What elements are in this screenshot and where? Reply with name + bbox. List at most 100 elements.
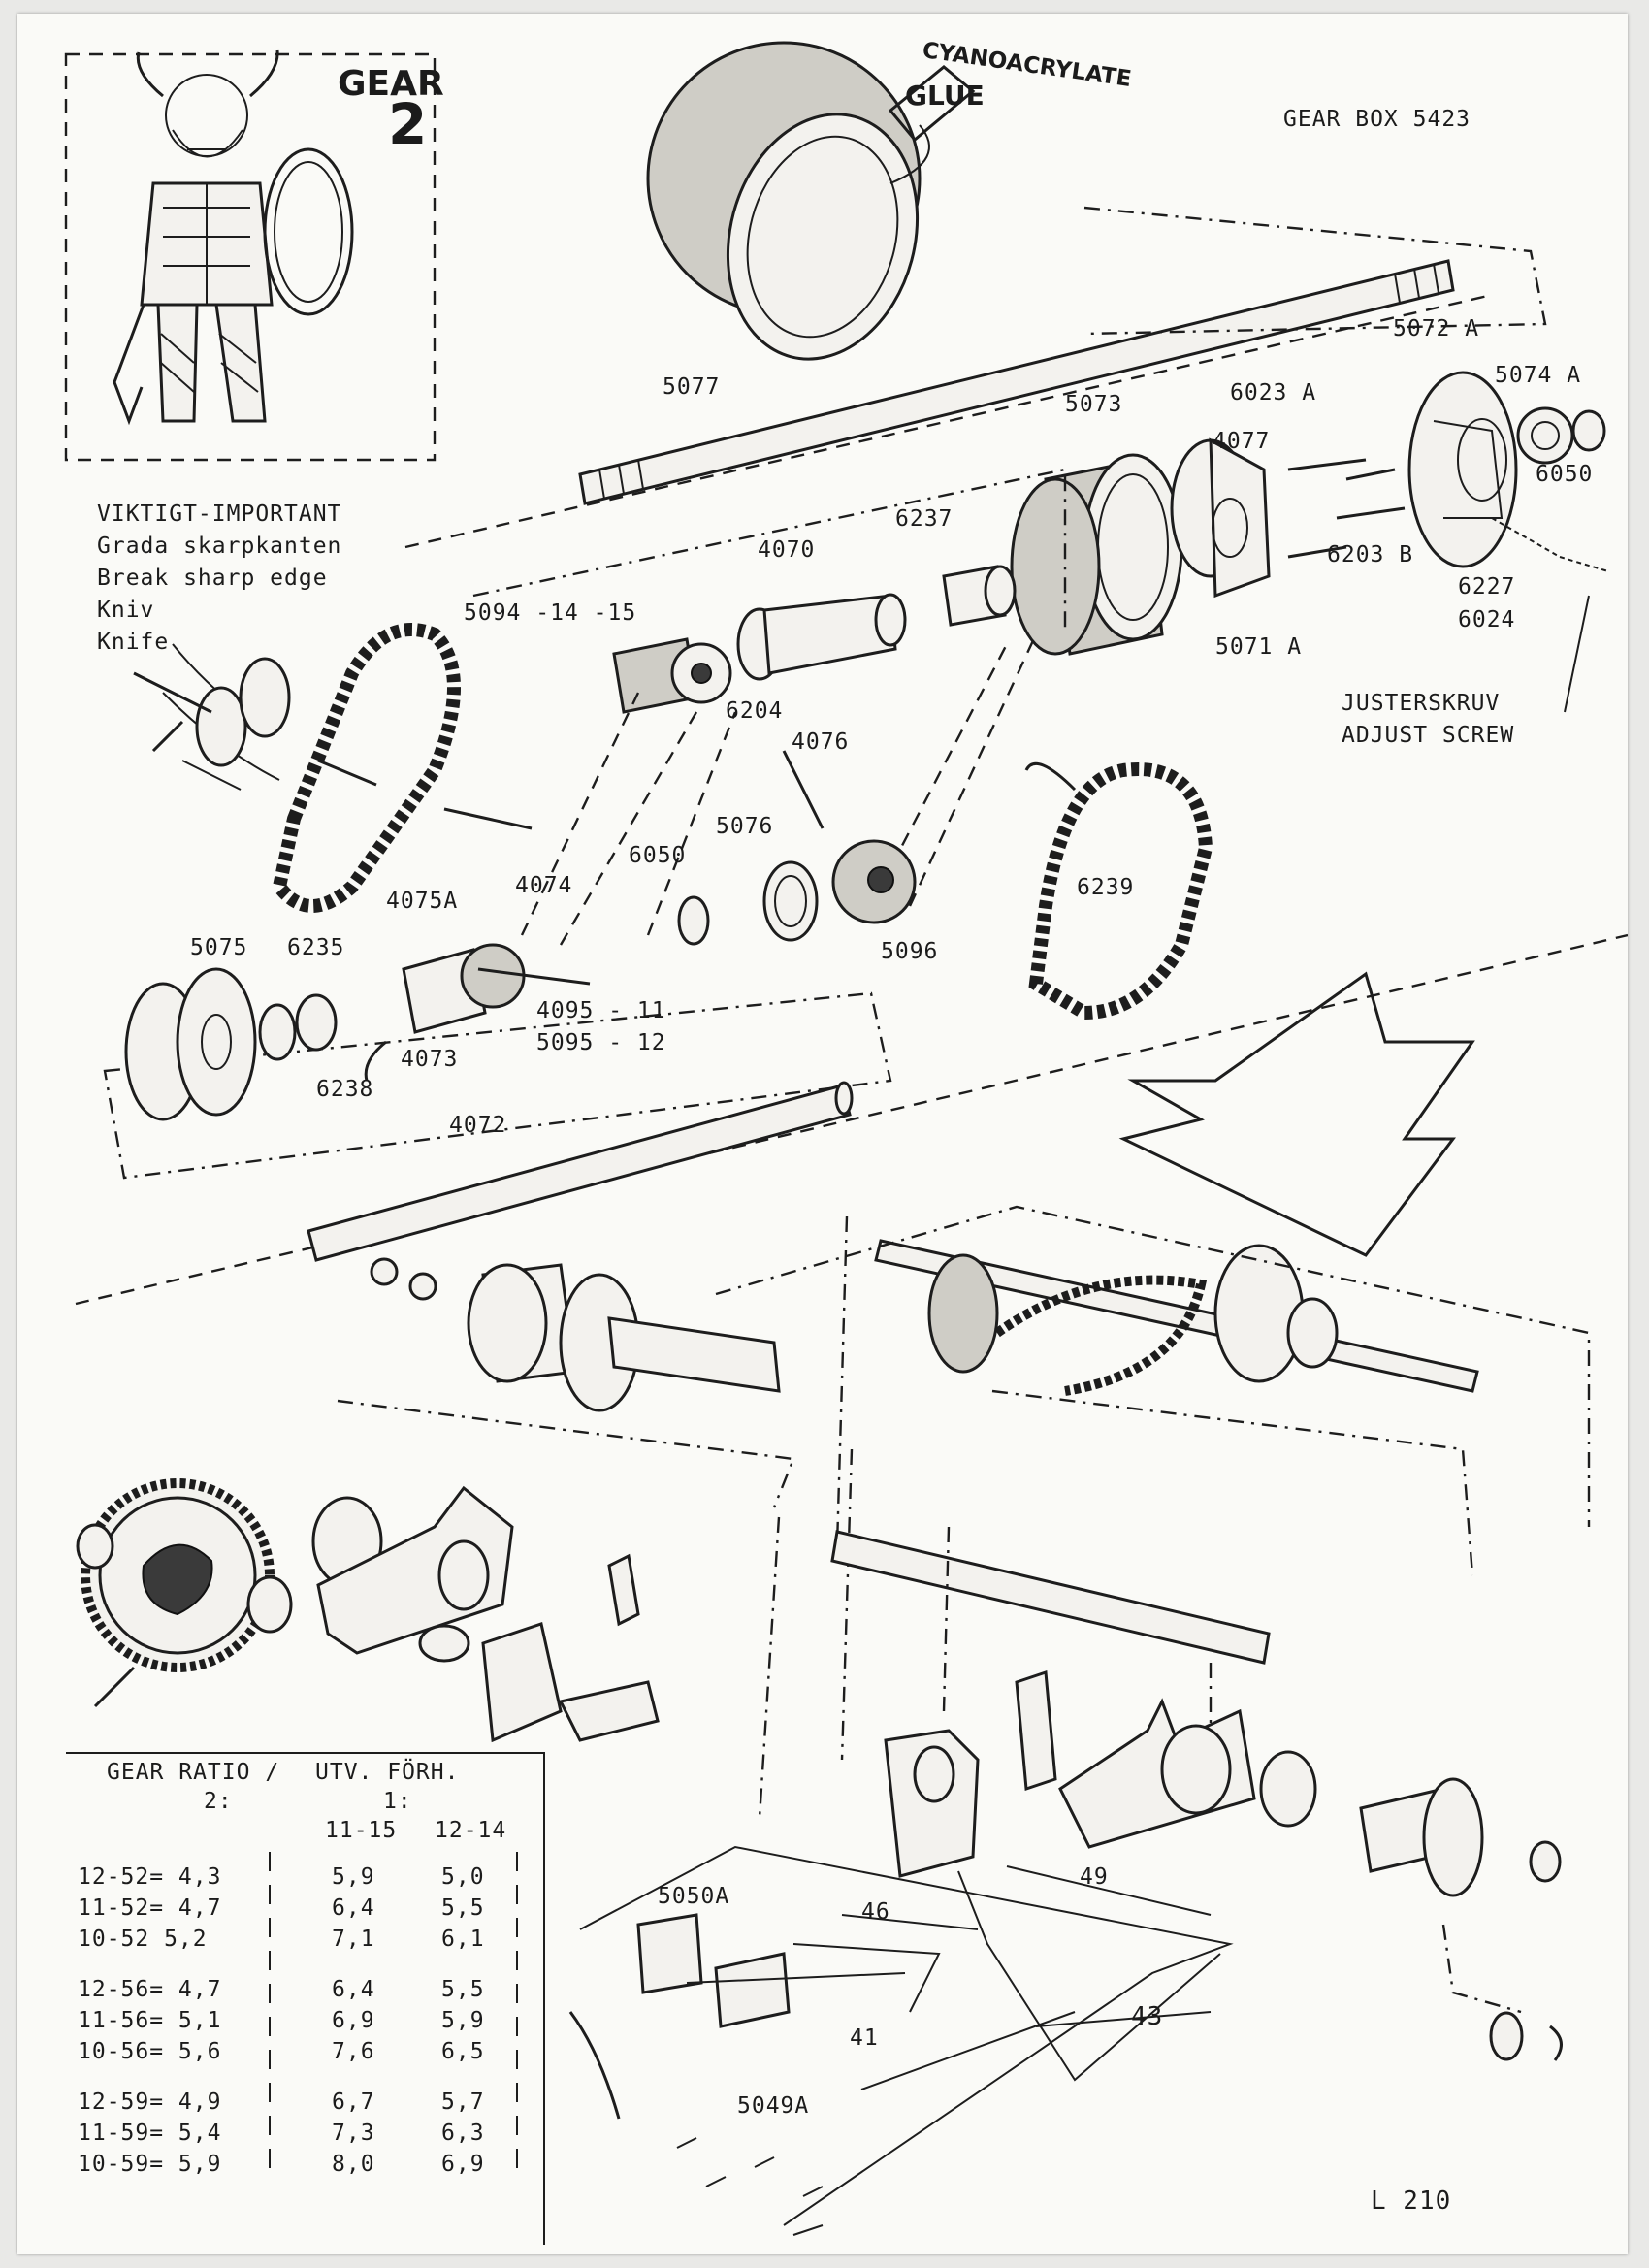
dimension-46: 46 — [861, 1899, 890, 1925]
ratio-11-15-cell: 8,0 — [332, 2152, 375, 2177]
sprocket-5094 — [612, 637, 732, 714]
part-label-6239: 6239 — [1077, 875, 1135, 900]
ratio-cell: 11-52= 4,7 — [78, 1895, 222, 1921]
table-row: 11-59= 5,4 7,3 6,3 — [78, 2121, 582, 2152]
table-subheader-col1: 11-15 — [325, 1818, 398, 1843]
table-header-left-1: GEAR RATIO / — [107, 1760, 280, 1785]
table-subheader-col2: 12-14 — [435, 1818, 507, 1843]
main-gear — [81, 1478, 275, 1672]
dimension-43: 43 — [1131, 2002, 1164, 2031]
part-label-6050-top: 6050 — [1536, 462, 1594, 487]
ratio-12-14-cell: 5,7 — [441, 2090, 485, 2115]
part-label-5076: 5076 — [716, 814, 774, 839]
adjust-note-line-1: JUSTERSKRUV — [1342, 691, 1501, 716]
part-label-5050a: 5050A — [658, 1884, 730, 1909]
hub-4073 — [402, 943, 591, 1034]
part-label-6023a: 6023 A — [1230, 380, 1317, 405]
part-label-5094: 5094 -14 -15 — [464, 600, 637, 626]
table-header-right-1: UTV. FÖRH. — [315, 1760, 460, 1785]
instruction-line-4: Kniv — [97, 598, 155, 623]
part-label-5071a: 5071 A — [1215, 634, 1303, 660]
diagram-sheet: GEAR BOX 5423 GEAR 2 L 210 CYANOACRYLATE… — [17, 14, 1628, 2254]
part-label-4074: 4074 — [515, 873, 573, 898]
ratio-cell: 11-59= 5,4 — [78, 2121, 222, 2146]
part-label-4070: 4070 — [758, 537, 816, 563]
top-shaft — [578, 259, 1455, 505]
bracket-left — [246, 1485, 660, 1743]
exploded-drawing — [64, 41, 1628, 2236]
chain-left — [272, 623, 461, 913]
part-label-6237: 6237 — [895, 506, 954, 532]
table-row: 12-52= 4,3 5,9 5,0 — [78, 1864, 582, 1895]
part-label-5075: 5075 — [190, 935, 248, 960]
part-label-4072: 4072 — [449, 1113, 507, 1138]
dimension-lines — [841, 1865, 1221, 2090]
part-label-6024: 6024 — [1458, 607, 1516, 632]
gearbox-title: GEAR BOX 5423 — [1283, 107, 1471, 132]
ratio-11-15-cell: 5,9 — [332, 1864, 375, 1890]
part-label-6050-mid: 6050 — [629, 843, 687, 868]
lever-right — [1058, 1698, 1562, 1897]
ratio-11-15-cell: 7,6 — [332, 2039, 375, 2064]
gear-logo-word: GEAR — [338, 64, 444, 104]
instruction-line-3: Break sharp edge — [97, 566, 328, 591]
dimension-41: 41 — [850, 2025, 879, 2051]
hub-plate-5072a — [1407, 371, 1518, 568]
instruction-note: VIKTIGT-IMPORTANT Grada skarpkanten Brea… — [97, 499, 341, 659]
part-label-4077: 4077 — [1212, 429, 1271, 454]
wheel-5077 — [646, 41, 976, 361]
table-row: 12-59= 4,9 6,7 5,7 — [78, 2090, 582, 2121]
glue-note-line2: GLUE — [905, 80, 985, 112]
ratio-12-14-cell: 5,5 — [441, 1977, 485, 2002]
table-row: 11-56= 5,1 6,9 5,9 — [78, 2008, 582, 2039]
part-label-6235: 6235 — [287, 935, 345, 960]
ratio-12-14-cell: 5,0 — [441, 1864, 485, 1890]
hub-assembly-left — [370, 1257, 781, 1412]
disc-5075 — [124, 967, 338, 1121]
part-label-4075a: 4075A — [386, 889, 459, 914]
part-label-5074a: 5074 A — [1495, 363, 1582, 388]
ratio-12-14-cell: 5,5 — [441, 1895, 485, 1921]
base-plate — [568, 1845, 1234, 2236]
table-row: 12-56= 4,7 6,4 5,5 — [78, 1977, 582, 2008]
ratio-cell: 12-59= 4,9 — [78, 2090, 222, 2115]
chain-detail — [133, 643, 291, 791]
table-header-left-2: 2: — [204, 1789, 233, 1814]
part-label-5072a: 5072 A — [1393, 316, 1480, 341]
drum-5073 — [1010, 453, 1183, 656]
hub-4070 — [736, 593, 907, 681]
ratio-12-14-cell: 6,3 — [441, 2121, 485, 2146]
sprocket-5096 — [831, 839, 917, 924]
shaft-4072 — [307, 1081, 854, 1262]
ratio-cell: 12-52= 4,3 — [78, 1864, 222, 1890]
ratio-cell: 12-56= 4,7 — [78, 1977, 222, 2002]
instruction-line-2: Grada skarpkanten — [97, 534, 342, 559]
clutch-5071a — [1170, 437, 1271, 599]
chain-right-6239 — [1028, 762, 1213, 1021]
adjust-note-line-2: ADJUST SCREW — [1342, 723, 1515, 748]
part-label-6203b: 6203 B — [1327, 542, 1414, 567]
adjust-screw-note: JUSTERSKRUV ADJUST SCREW — [1342, 688, 1514, 752]
ratio-11-15-cell: 6,4 — [332, 1895, 375, 1921]
part-label-5049a: 5049A — [737, 2093, 810, 2119]
table-row: 11-52= 4,7 6,4 5,5 — [78, 1895, 582, 1927]
instruction-line-1: VIKTIGT-IMPORTANT — [97, 502, 342, 527]
part-label-5096: 5096 — [881, 939, 939, 964]
ratio-11-15-cell: 7,3 — [332, 2121, 375, 2146]
ratio-11-15-cell: 6,7 — [332, 2090, 375, 2115]
ratio-11-15-cell: 6,4 — [332, 1977, 375, 2002]
ratio-cell: 10-56= 5,6 — [78, 2039, 222, 2064]
ratio-12-14-cell: 5,9 — [441, 2008, 485, 2033]
ratio-cell: 11-56= 5,1 — [78, 2008, 222, 2033]
part-label-6204: 6204 — [726, 698, 784, 724]
ratio-cell: 10-52 5,2 — [78, 1927, 208, 1952]
part-label-4076: 4076 — [792, 729, 850, 755]
ratio-11-15-cell: 6,9 — [332, 2008, 375, 2033]
part-label-6227: 6227 — [1458, 574, 1516, 599]
bearing-5074a — [1516, 406, 1606, 465]
ratio-12-14-cell: 6,9 — [441, 2152, 485, 2177]
table-header-right-2: 1: — [383, 1789, 412, 1814]
ratio-11-15-cell: 7,1 — [332, 1927, 375, 1952]
